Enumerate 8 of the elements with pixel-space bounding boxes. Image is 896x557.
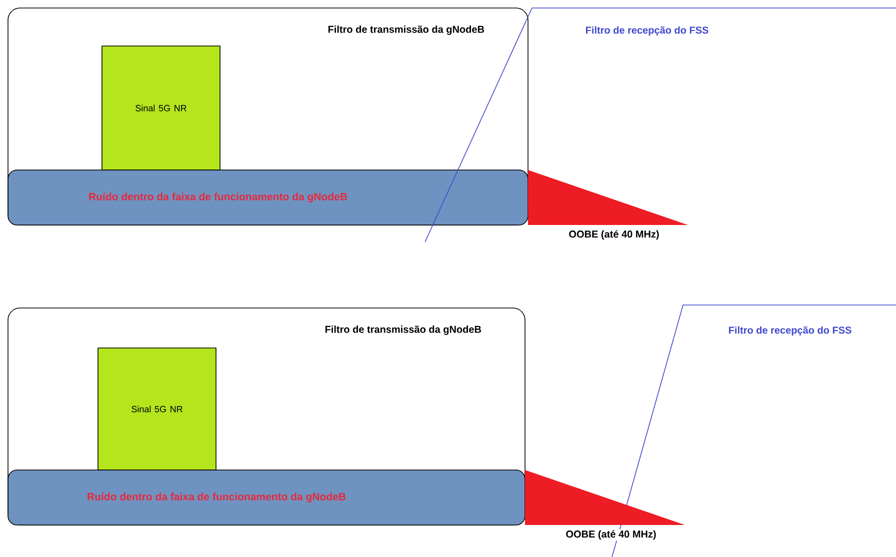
signal-block: Sinal 5G NR (102, 46, 220, 170)
signal-block: Sinal 5G NR (98, 348, 216, 470)
node-label: OOBE (até 40 MHz) (564, 529, 658, 541)
filter-label: Filtro de recepção do FSS (586, 26, 708, 36)
node-label: OOBE (até 40 MHz) (568, 229, 660, 241)
noise-band: Ruído dentro da faixa de funcionamento da gNodeB (8, 470, 526, 526)
noise-band: Ruído dentro da faixa de funcionamento da gNodeB (8, 170, 528, 226)
filter-label: Filtro de recepção do FSS (729, 326, 852, 336)
